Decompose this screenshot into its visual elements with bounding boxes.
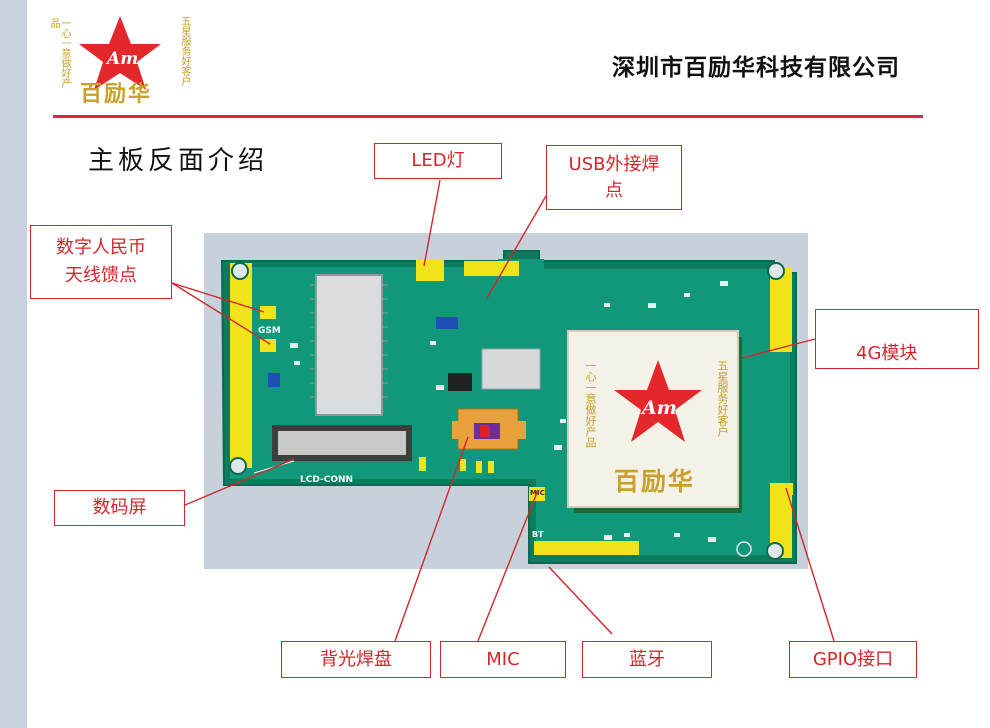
company-name: 深圳市百励华科技有限公司 (612, 54, 900, 81)
window-edge (0, 0, 27, 728)
callout-usb: USB外接焊 点 (546, 145, 682, 210)
logo-name: 百励华 (80, 82, 153, 107)
module-star-icon: Am (614, 360, 702, 442)
callout-mic: MIC (440, 641, 566, 678)
svg-text:Am: Am (105, 49, 138, 69)
module-brand-name: 百励华 (614, 467, 696, 496)
module-slogan-left: 一心一意做好产品 (584, 360, 597, 448)
silk-bt: BT (532, 530, 544, 539)
silk-mic: MIC (530, 489, 545, 497)
callout-4g-module: 4G模块 (815, 309, 979, 369)
callout-bluetooth: 蓝牙 (582, 641, 712, 678)
star-icon (79, 16, 161, 90)
silk-gsm: GSM (258, 326, 281, 336)
pcb-board: GSM LCD-CONN BT MIC (220, 250, 797, 564)
callout-backlight: 背光焊盘 (281, 641, 431, 678)
logo-slogan-left: 一心一意做好产品 (48, 18, 70, 88)
slide-title: 主板反面介绍 (88, 146, 269, 176)
callout-gpio: GPIO接口 (789, 641, 917, 678)
header-rule (53, 115, 923, 118)
callout-antenna: 数字人民币 天线馈点 (30, 225, 172, 299)
module-slogan-right: 五星服务好客户 (716, 360, 729, 437)
callout-led: LED灯 (374, 143, 502, 179)
svg-text:Am: Am (640, 397, 677, 419)
callout-lcd: 数码屏 (54, 490, 185, 526)
logo-slogan-right: 五星服务好客户 (179, 16, 190, 86)
silk-lcd-conn: LCD-CONN (300, 475, 353, 485)
